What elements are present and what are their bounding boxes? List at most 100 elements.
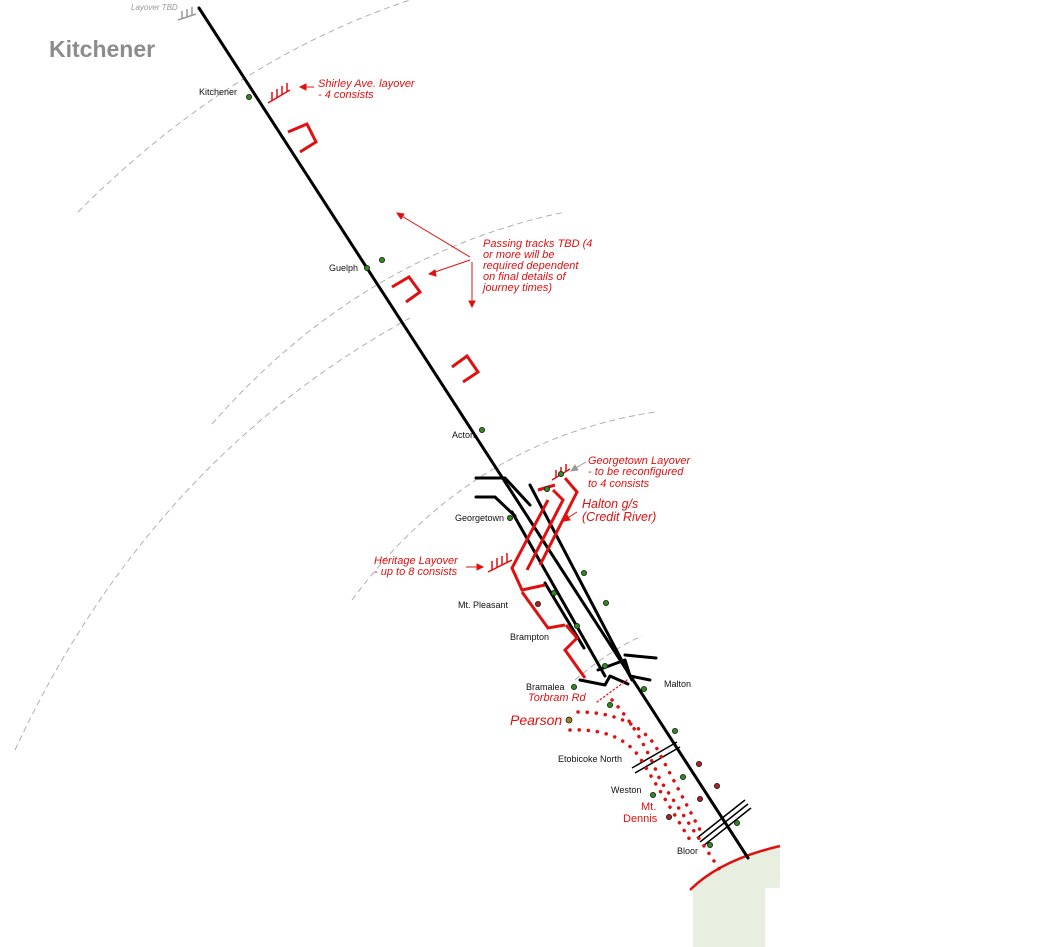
station-dot-weston-3: [714, 783, 721, 790]
station-dot-east-2: [603, 600, 610, 607]
top-layover-note-2: Layover TBD: [131, 3, 178, 12]
annotation-shirley: Shirley Ave. layover - 4 consists: [318, 78, 416, 101]
station-dot-guelph-2: [378, 256, 385, 263]
zone-ring-4: [351, 411, 656, 601]
station-dot-bloor-1: [734, 820, 741, 827]
arrow-passing-mid: [431, 259, 471, 274]
station-dot-bramalea: [571, 684, 578, 691]
bridge-weston-2: [699, 803, 749, 843]
station-dot-acton: [478, 426, 485, 433]
arrowhead-heritage: [476, 563, 485, 571]
station-dot-kitchener: [245, 94, 252, 101]
bridge-weston-3: [702, 807, 752, 847]
station-dot-brampton: [574, 623, 581, 630]
annotation-mt-dennis: Mt. Dennis: [623, 801, 658, 825]
station-labels: Kitchener Guelph Acton Georgetown Mt. Pl…: [199, 87, 698, 856]
georgetown-layover-line-2: - to be reconfigured: [588, 466, 684, 478]
passing-line-5: journey times): [481, 282, 552, 294]
station-label-brampton: Brampton: [510, 632, 549, 642]
station-dot-east-1: [581, 570, 588, 577]
bridge-weston-1: [696, 799, 746, 839]
arrowhead-halton: [563, 513, 571, 522]
passing-track-3: [451, 353, 481, 384]
red-dotted-lines: [568, 679, 722, 872]
zone-ring-5: [574, 635, 643, 681]
zone-ring-1: [77, 0, 411, 213]
parallel-track-1: [528, 483, 634, 682]
arrowhead-passing-up: [395, 212, 405, 220]
passing-line-3: required dependent: [483, 260, 579, 272]
station-label-guelph: Guelph: [329, 263, 358, 273]
arrowhead-georgetown-layover: [569, 464, 579, 472]
city-core: [689, 844, 781, 947]
georgetown-layover-line-1: Georgetown Layover: [588, 455, 691, 467]
station-label-kitchener: Kitchener: [199, 87, 237, 97]
station-dot-weston-2: [697, 796, 704, 803]
halton-line-1: Halton g/s: [582, 497, 638, 511]
station-dot-mt-pleasant: [535, 601, 542, 608]
dotted-pearson-2: [568, 728, 692, 842]
halton-track-b: [525, 488, 565, 571]
annotation-arrows: [298, 83, 578, 571]
bridge-etobicoke-2: [634, 746, 681, 774]
station-label-weston: Weston: [611, 785, 641, 795]
shirley-layover-symbol: [267, 83, 291, 104]
existing-track: [197, 6, 750, 860]
shirley-line-1: Shirley Ave. layover: [318, 78, 416, 90]
annotation-pearson: Pearson: [510, 712, 562, 728]
station-dot-pearson: [565, 716, 573, 724]
station-label-acton: Acton: [452, 430, 475, 440]
mt-dennis-line-1: Mt.: [641, 801, 656, 813]
grey-arrow: [569, 461, 587, 472]
heritage-track: [510, 499, 550, 592]
station-label-bramalea: Bramalea: [526, 682, 565, 692]
brampton-track-1: [520, 591, 566, 630]
station-label-mt-pleasant: Mt. Pleasant: [458, 600, 509, 610]
station-label-etobicoke-north: Etobicoke North: [558, 754, 622, 764]
station-dot-etobicoke-3: [680, 774, 687, 781]
station-dot-weston: [650, 792, 657, 799]
station-label-bloor: Bloor: [677, 846, 698, 856]
station-dot-bloor-2: [707, 842, 714, 849]
city-core-edge: [689, 844, 781, 891]
station-dot-mt-pleasant-2: [551, 590, 558, 597]
annotation-heritage: Heritage Layover - up to 8 consists: [374, 555, 459, 578]
georgetown-layover-line-3: to 4 consists: [588, 478, 650, 490]
dotted-mt-dennis: [610, 698, 722, 872]
arrowhead-shirley: [298, 83, 307, 91]
annotation-halton: Halton g/s (Credit River): [582, 497, 656, 524]
annotation-georgetown-layover: Georgetown Layover - to be reconfigured …: [588, 455, 691, 490]
mt-dennis-line-2: Dennis: [623, 813, 658, 825]
annotation-torbram: Torbram Rd: [528, 692, 587, 704]
bramalea-connector: [578, 674, 630, 687]
station-label-malton: Malton: [664, 679, 691, 689]
station-dot-georgetown-2: [558, 470, 565, 477]
station-dot-torbram: [607, 702, 614, 709]
passing-line-4: on final details of: [483, 271, 566, 283]
station-dots: [245, 94, 741, 849]
station-dot-etobicoke-1: [672, 728, 679, 735]
zone-ring-2: [211, 211, 566, 425]
top-layover-symbol: [177, 7, 197, 21]
arrowhead-passing-mid: [427, 269, 437, 277]
passing-tracks: [287, 122, 481, 384]
station-dot-malton: [641, 686, 648, 693]
malton-spur-west: [596, 658, 652, 682]
station-dot-georgetown-3: [506, 515, 513, 522]
main-line: [197, 6, 750, 860]
malton-spur-east: [623, 653, 658, 660]
passing-line-2: or more will be: [483, 249, 555, 261]
halton-track-a: [538, 477, 579, 566]
arrow-passing-up: [399, 214, 471, 258]
heritage-line-1: Heritage Layover: [374, 555, 459, 567]
west-spur-1: [474, 476, 532, 507]
heritage-layover-symbol: [487, 553, 513, 573]
station-dot-guelph-1: [363, 264, 370, 271]
station-dot-bramalea-2: [602, 663, 609, 670]
station-dot-etobicoke-2: [696, 761, 703, 768]
passing-line-1: Passing tracks TBD (4: [483, 238, 592, 250]
brampton-track-2: [563, 624, 587, 679]
station-dot-georgetown-1: [544, 485, 551, 492]
passing-track-2: [391, 275, 423, 304]
